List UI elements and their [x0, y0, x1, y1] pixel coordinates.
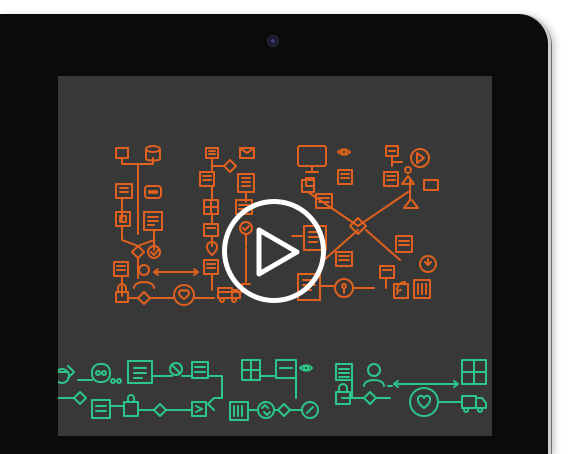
- green-workflow-strip: [58, 359, 487, 421]
- ux-flowchart-illustration: [113, 145, 439, 306]
- camera-icon: [267, 35, 279, 47]
- play-button[interactable]: [222, 199, 326, 303]
- letter-u-graphic: [113, 145, 215, 306]
- video-poster[interactable]: [58, 76, 492, 436]
- letter-x-graphic: [291, 145, 439, 301]
- play-icon: [256, 227, 300, 277]
